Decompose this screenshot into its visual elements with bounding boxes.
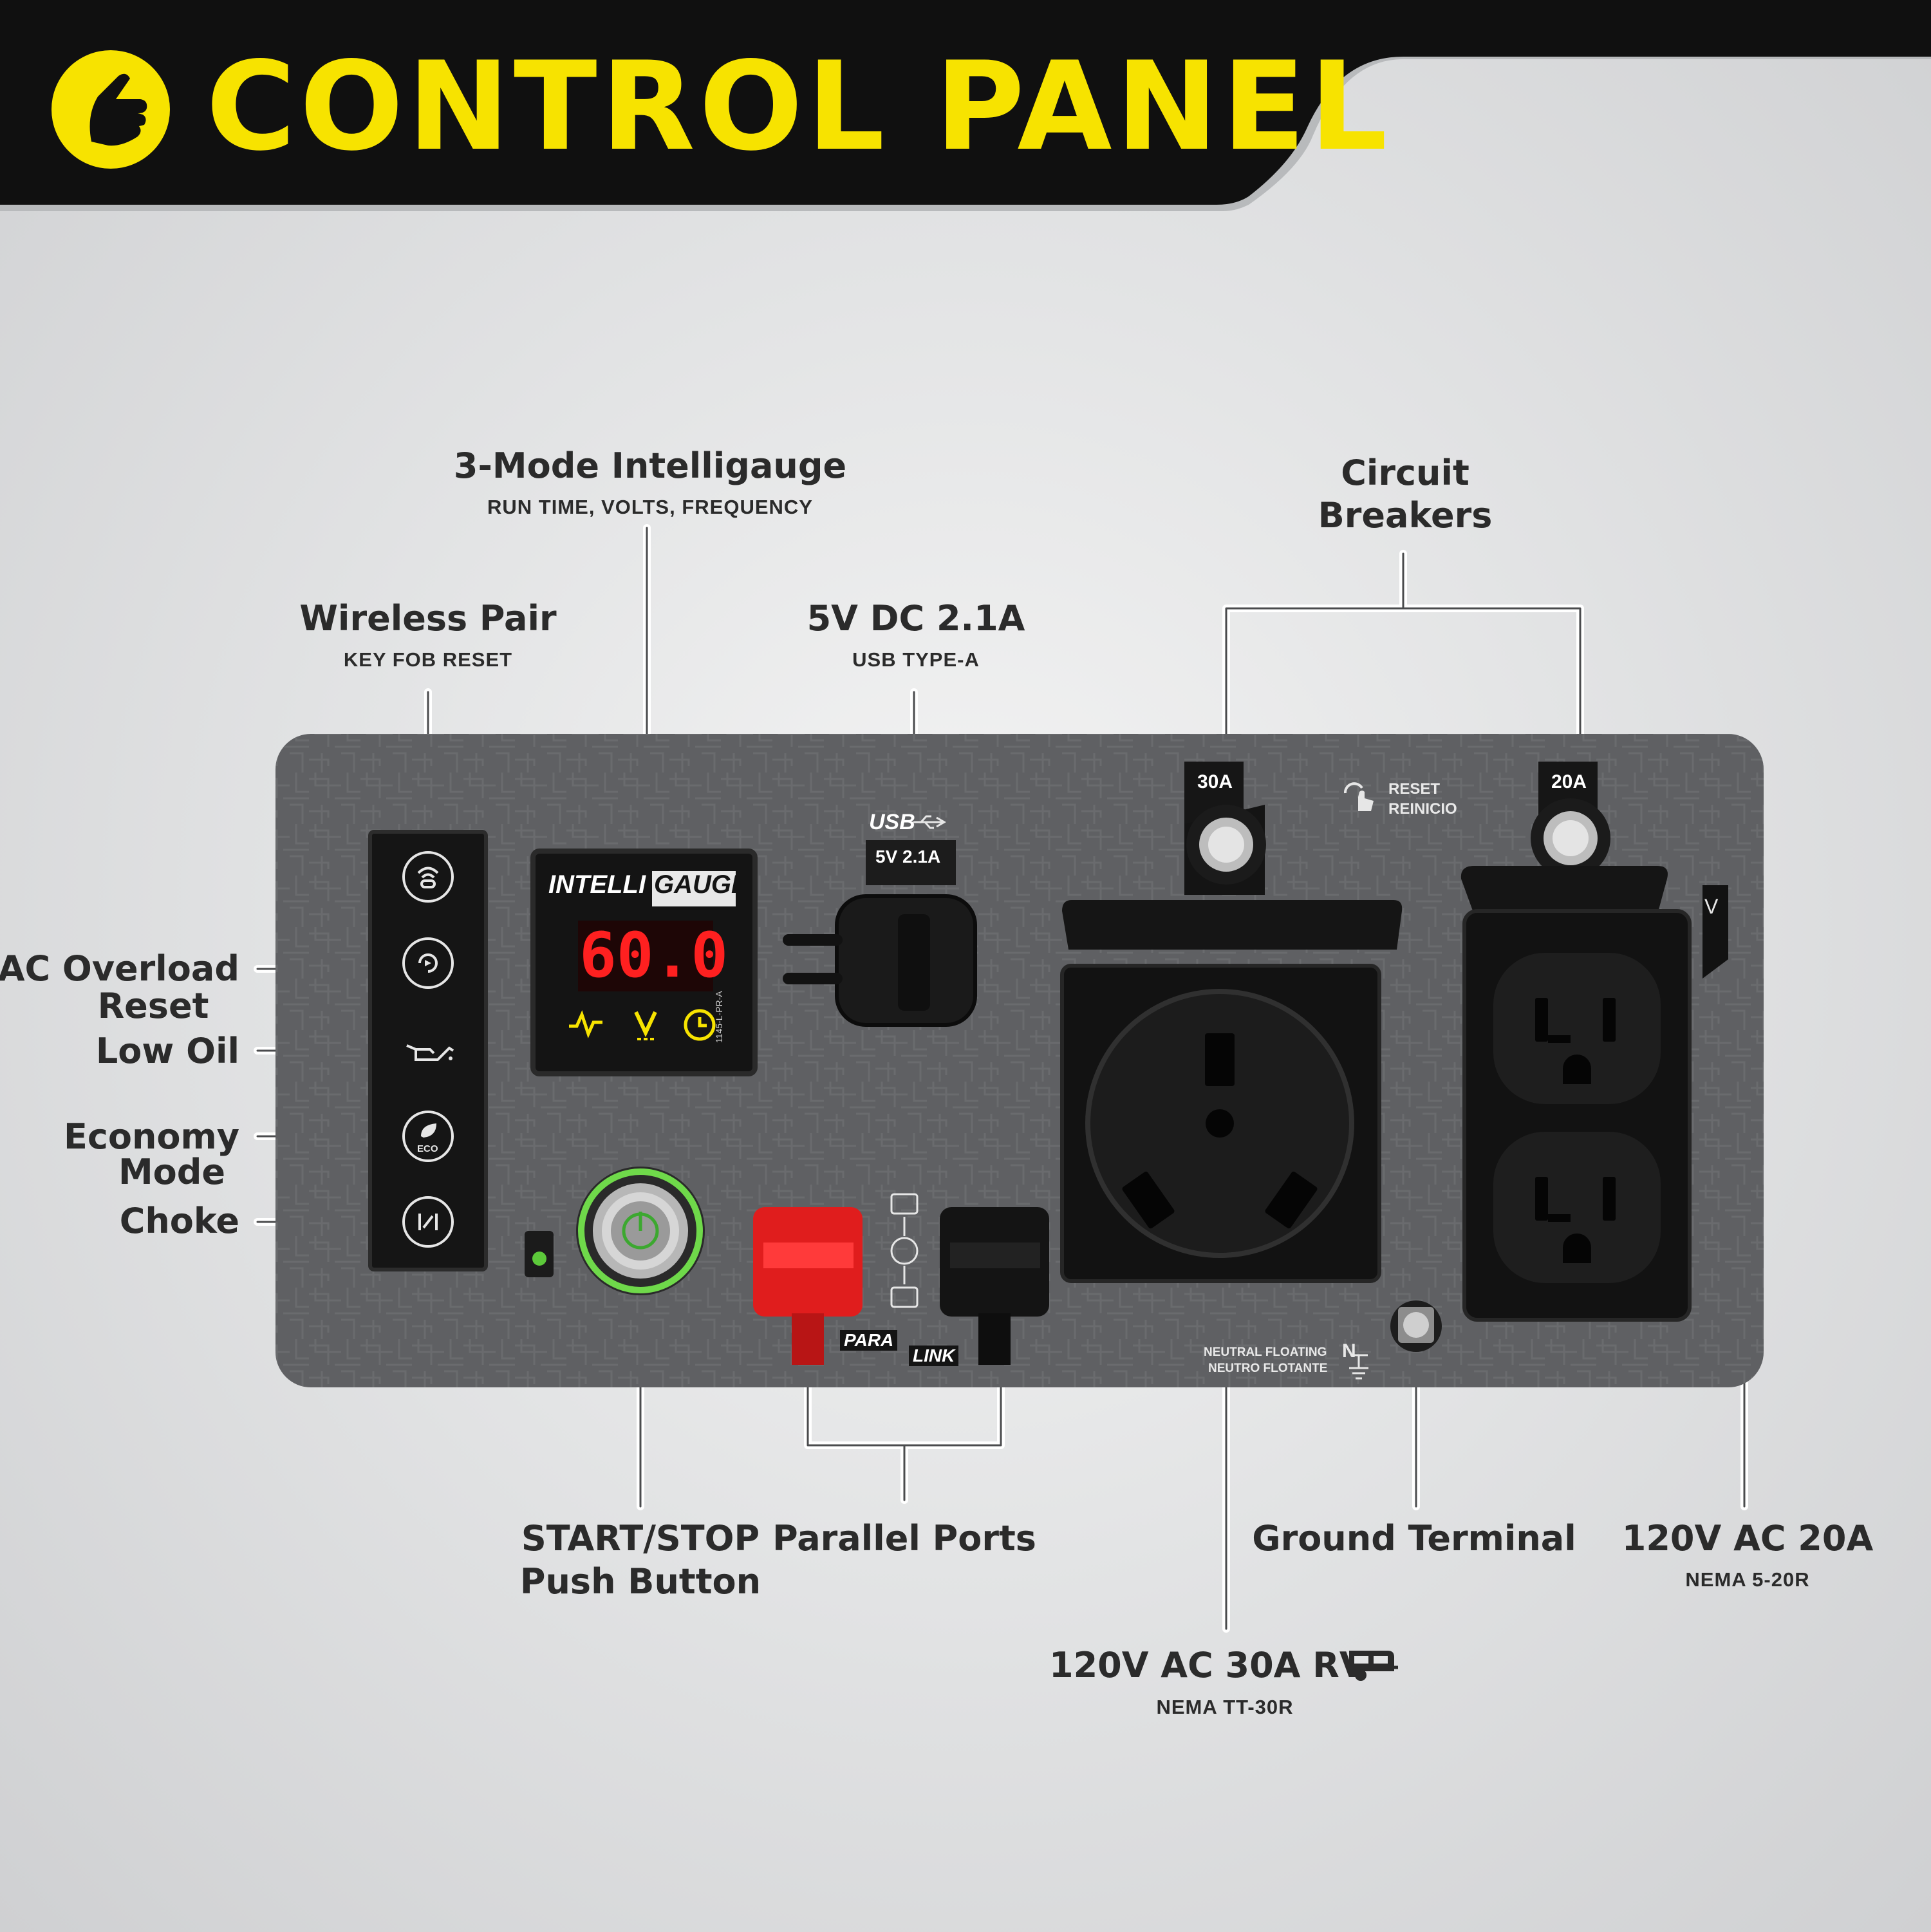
breaker-20a-label: 20A <box>1551 771 1587 792</box>
usb-subtitle: USB TYPE-A <box>852 648 980 671</box>
eco-leaf-icon[interactable] <box>412 1117 444 1149</box>
economy-title-line2: Mode <box>118 1152 226 1192</box>
wireless-link-icon[interactable] <box>412 860 444 892</box>
side-voltage-label: V <box>1704 895 1719 918</box>
usb-rating: 5V 2.1A <box>875 847 941 867</box>
parallel-port-black <box>940 1207 1049 1365</box>
intelligauge-brand-right: GAUGE <box>654 870 749 899</box>
neutral-n-symbol: N <box>1342 1340 1356 1362</box>
link-label: LINK <box>909 1346 959 1366</box>
part-number: 1145-L-PR-A <box>714 991 724 1043</box>
banner-background <box>0 0 1931 211</box>
usb-label: USB <box>869 810 915 834</box>
parallel-ports-title: Parallel Ports <box>772 1518 1036 1559</box>
ac-overload-title-line2: Reset <box>97 986 209 1026</box>
low-oil-title: Low Oil <box>95 1031 239 1071</box>
eco-label: ECO <box>417 1143 438 1154</box>
usb-symbol-icon <box>911 812 949 832</box>
reset-label: RESET <box>1388 780 1441 798</box>
outlet-20a-subtitle: NEMA 5-20R <box>1685 1568 1810 1591</box>
neutral-label: NEUTRAL FLOATING <box>1204 1346 1327 1359</box>
circuit-breaker-20a <box>1531 798 1610 878</box>
page-title: CONTROL PANEL <box>206 35 1392 178</box>
outlet-30a-subtitle: NEMA TT-30R <box>1156 1696 1294 1718</box>
wireless-pair-subtitle: KEY FOB RESET <box>343 648 513 671</box>
outlet-30a-rv <box>1060 900 1403 1283</box>
circuit-breakers-title: Circuit <box>1341 453 1469 493</box>
ground-terminal <box>1390 1300 1442 1352</box>
choke-icon[interactable] <box>412 1206 444 1238</box>
outlet-30a-title: 120V AC 30A RV <box>1049 1645 1367 1685</box>
ground-terminal-title: Ground Terminal <box>1252 1518 1576 1559</box>
reset-label-es: REINICIO <box>1388 800 1457 818</box>
clock-icon <box>682 1007 718 1042</box>
start-stop-title-line2: Push Button <box>519 1561 761 1602</box>
frequency-wave-icon <box>566 1008 605 1040</box>
intelligauge-reading: 60.0 <box>579 919 729 991</box>
oil-can-icon <box>404 1038 456 1066</box>
overload-reset-icon[interactable] <box>412 947 444 979</box>
neutral-label-es: NEUTRO FLOTANTE <box>1208 1362 1328 1375</box>
outlet-20a-title: 120V AC 20A <box>1621 1518 1874 1559</box>
circuit-breaker-30a <box>1184 805 1266 895</box>
circuit-breakers-title-line2: Breakers <box>1318 495 1493 536</box>
usb-title: 5V DC 2.1A <box>807 598 1025 639</box>
para-label: PARA <box>840 1330 898 1351</box>
hand-pointer-icon <box>46 45 175 174</box>
outlet-20a-duplex <box>1460 866 1692 1322</box>
rv-trailer-icon <box>1347 1646 1398 1684</box>
volts-icon <box>630 1007 662 1042</box>
reset-touch-icon <box>1339 779 1384 818</box>
start-stop-title: START/STOP <box>521 1518 760 1559</box>
breaker-30a-label: 30A <box>1197 771 1233 792</box>
economy-title: Economy <box>63 1116 239 1157</box>
intelligauge-title: 3-Mode Intelligauge <box>453 445 847 486</box>
start-stop-button <box>576 1167 705 1295</box>
wireless-pair-title: Wireless Pair <box>299 598 557 639</box>
parallel-port-red <box>753 1207 863 1365</box>
intelligauge-brand-left: INTELLI <box>548 870 646 899</box>
ac-overload-title: AC Overload <box>0 948 239 989</box>
choke-title: Choke <box>119 1201 239 1241</box>
intelligauge-subtitle: RUN TIME, VOLTS, FREQUENCY <box>487 496 813 518</box>
